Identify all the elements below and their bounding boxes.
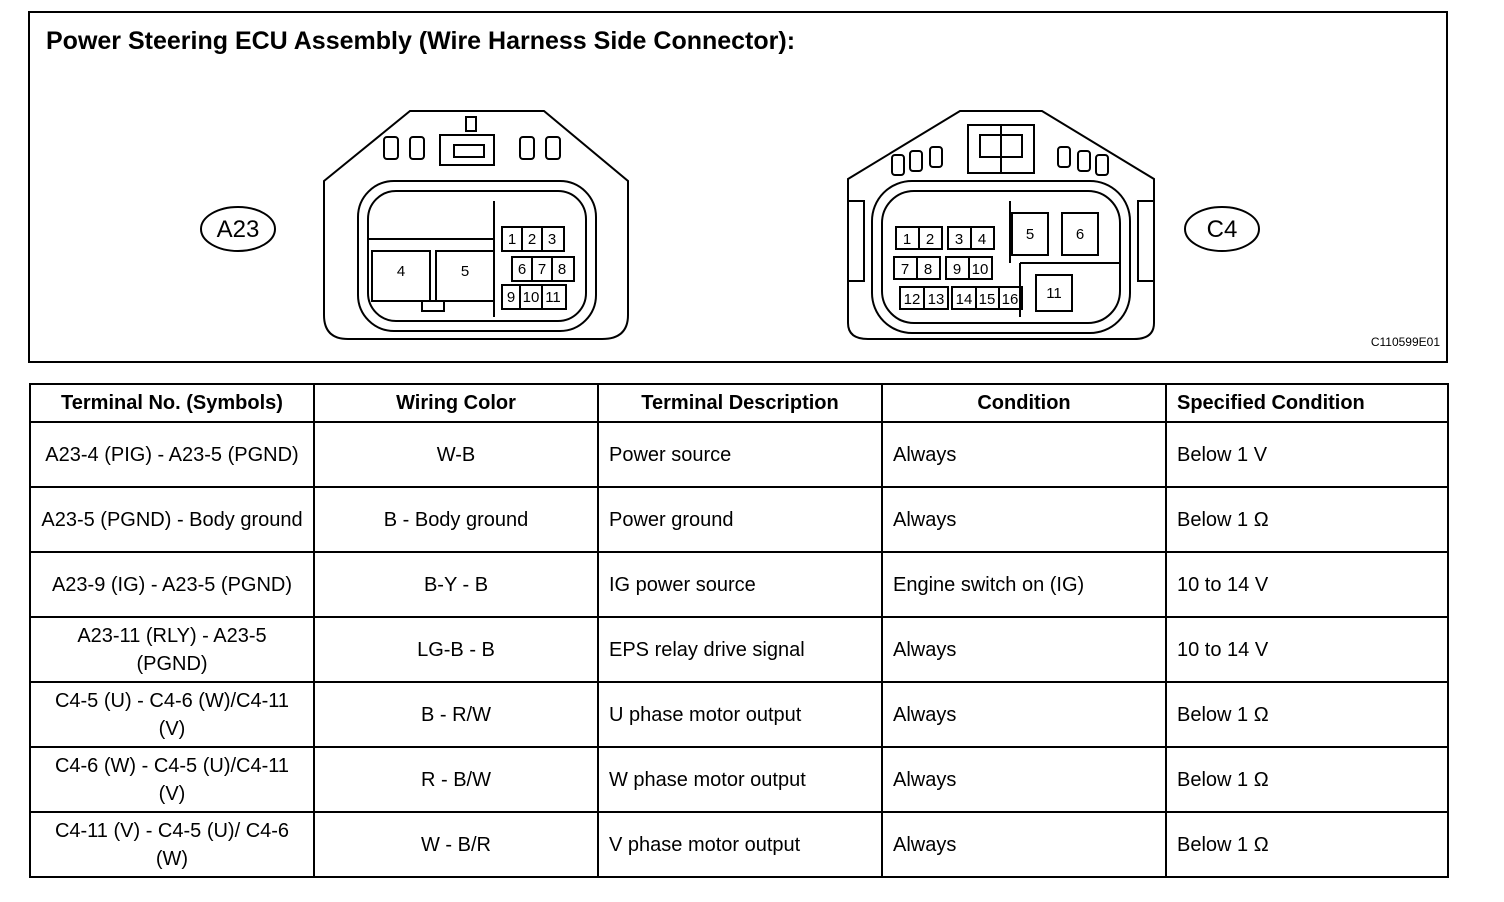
wiring-color-cell: B - R/W bbox=[313, 681, 599, 748]
connector-c4-terminal-10: 10 bbox=[972, 261, 989, 278]
diagram-title: Power Steering ECU Assembly (Wire Harnes… bbox=[46, 27, 796, 55]
connector-c4-terminal-9: 9 bbox=[953, 261, 961, 278]
terminal-no-cell: A23-4 (PIG) - A23-5 (PGND) bbox=[29, 421, 315, 488]
terminal-no-cell: A23-9 (IG) - A23-5 (PGND) bbox=[29, 551, 315, 618]
connector-a23-terminal-9: 9 bbox=[507, 289, 515, 306]
connector-c4: C4 bbox=[847, 110, 1260, 340]
connector-a23-terminal-3: 3 bbox=[548, 231, 556, 248]
terminal-description-cell: Power ground bbox=[597, 486, 883, 553]
specified-condition-cell: 10 to 14 V bbox=[1165, 551, 1449, 618]
connector-a23: A23 bbox=[200, 110, 629, 340]
header-condition: Condition bbox=[881, 383, 1167, 423]
terminal-no-cell: C4-5 (U) - C4-6 (W)/C4-11 (V) bbox=[29, 681, 315, 748]
terminal-no-cell: C4-11 (V) - C4-5 (U)/ C4-6 (W) bbox=[29, 811, 315, 878]
connector-c4-label: C4 bbox=[1207, 216, 1238, 243]
connector-c4-terminal-1: 1 bbox=[903, 231, 911, 248]
terminal-description-cell: V phase motor output bbox=[597, 811, 883, 878]
connector-c4-terminal-14: 14 bbox=[956, 291, 973, 308]
wiring-color-cell: LG-B - B bbox=[313, 616, 599, 683]
figure-code: C110599E01 bbox=[1370, 335, 1440, 349]
connector-c4-terminal-15: 15 bbox=[979, 291, 996, 308]
condition-cell: Always bbox=[881, 421, 1167, 488]
terminal-no-cell: A23-5 (PGND) - Body ground bbox=[29, 486, 315, 553]
terminal-description-cell: EPS relay drive signal bbox=[597, 616, 883, 683]
terminal-description-cell: U phase motor output bbox=[597, 681, 883, 748]
connector-a23-terminal-4: 4 bbox=[397, 263, 405, 280]
connector-c4-terminal-16: 16 bbox=[1002, 291, 1019, 308]
connector-a23-terminal-1: 1 bbox=[508, 231, 516, 248]
condition-cell: Engine switch on (IG) bbox=[881, 551, 1167, 618]
terminal-table: Terminal No. (Symbols) Wiring Color Term… bbox=[29, 383, 1449, 878]
table-header-row: Terminal No. (Symbols) Wiring Color Term… bbox=[29, 383, 1449, 423]
wiring-color-cell: B-Y - B bbox=[313, 551, 599, 618]
connector-c4-terminal-7: 7 bbox=[901, 261, 909, 278]
condition-cell: Always bbox=[881, 746, 1167, 813]
specified-condition-cell: Below 1 Ω bbox=[1165, 746, 1449, 813]
connector-c4-terminal-13: 13 bbox=[928, 291, 945, 308]
wiring-color-cell: W - B/R bbox=[313, 811, 599, 878]
terminal-description-cell: Power source bbox=[597, 421, 883, 488]
connector-c4-terminal-8: 8 bbox=[924, 261, 932, 278]
connector-a23-terminal-7: 7 bbox=[538, 261, 546, 278]
connector-c4-terminal-4: 4 bbox=[978, 231, 986, 248]
header-terminal-no: Terminal No. (Symbols) bbox=[29, 383, 315, 423]
connector-a23-terminal-6: 6 bbox=[518, 261, 526, 278]
wiring-color-cell: R - B/W bbox=[313, 746, 599, 813]
terminal-no-cell: C4-6 (W) - C4-5 (U)/C4-11 (V) bbox=[29, 746, 315, 813]
connector-diagram: Power Steering ECU Assembly (Wire Harnes… bbox=[28, 11, 1448, 363]
specified-condition-cell: Below 1 Ω bbox=[1165, 811, 1449, 878]
wiring-color-cell: B - Body ground bbox=[313, 486, 599, 553]
condition-cell: Always bbox=[881, 811, 1167, 878]
connector-a23-terminal-8: 8 bbox=[558, 261, 566, 278]
connector-c4-terminal-11: 11 bbox=[1046, 285, 1062, 302]
header-terminal-description: Terminal Description bbox=[597, 383, 883, 423]
connector-a23-terminal-5: 5 bbox=[461, 263, 469, 280]
condition-cell: Always bbox=[881, 616, 1167, 683]
specified-condition-cell: Below 1 V bbox=[1165, 421, 1449, 488]
condition-cell: Always bbox=[881, 486, 1167, 553]
connector-a23-terminal-2: 2 bbox=[528, 231, 536, 248]
specified-condition-cell: Below 1 Ω bbox=[1165, 486, 1449, 553]
wiring-color-cell: W-B bbox=[313, 421, 599, 488]
connector-a23-terminal-11: 11 bbox=[545, 289, 561, 306]
connector-a23-label: A23 bbox=[217, 216, 260, 243]
connector-c4-tag bbox=[1184, 206, 1260, 252]
connector-a23-tag bbox=[200, 206, 276, 252]
terminal-no-cell: A23-11 (RLY) - A23-5 (PGND) bbox=[29, 616, 315, 683]
specified-condition-cell: Below 1 Ω bbox=[1165, 681, 1449, 748]
terminal-description-cell: W phase motor output bbox=[597, 746, 883, 813]
connector-a23-terminal-10: 10 bbox=[523, 289, 540, 306]
header-wiring-color: Wiring Color bbox=[313, 383, 599, 423]
connector-c4-terminal-2: 2 bbox=[926, 231, 934, 248]
connector-c4-terminal-6: 6 bbox=[1076, 226, 1084, 243]
connector-c4-terminal-5: 5 bbox=[1026, 226, 1034, 243]
connector-c4-terminal-12: 12 bbox=[904, 291, 921, 308]
connector-c4-terminal-3: 3 bbox=[955, 231, 963, 248]
connector-drawings: A23 bbox=[200, 110, 1260, 340]
condition-cell: Always bbox=[881, 681, 1167, 748]
terminal-description-cell: IG power source bbox=[597, 551, 883, 618]
header-specified-condition: Specified Condition bbox=[1165, 383, 1449, 423]
specified-condition-cell: 10 to 14 V bbox=[1165, 616, 1449, 683]
